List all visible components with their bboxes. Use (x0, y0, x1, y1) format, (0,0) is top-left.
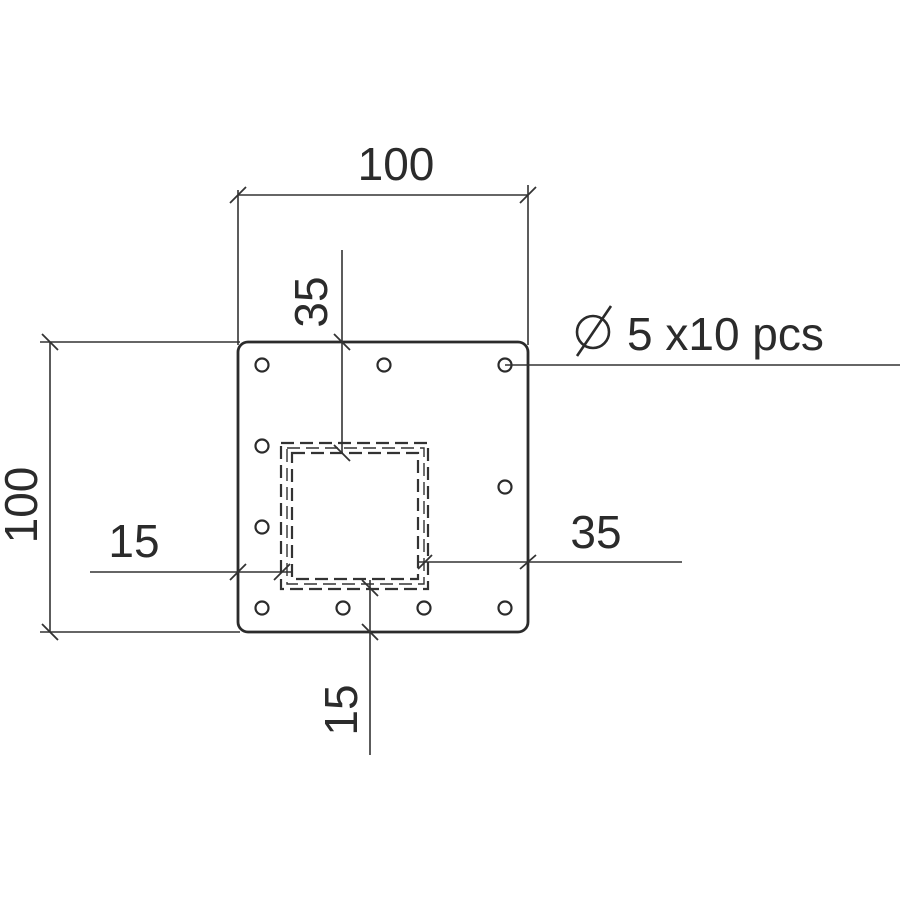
offset-top-tick-1 (333, 333, 351, 351)
hole-bottom-1 (254, 600, 270, 616)
hole-left-upper (254, 438, 270, 454)
offset-top-dimension: 35 (285, 250, 351, 462)
diameter-icon (575, 305, 613, 357)
offset-left-tick-1 (229, 563, 247, 581)
hole-callout: 5 x10 pcs (505, 305, 900, 366)
hidden-square-tube (279, 441, 430, 591)
hole-bottom-3 (416, 600, 432, 616)
offset-left-label: 15 (108, 515, 159, 567)
offset-right-tick-1 (417, 554, 433, 570)
width-label: 100 (358, 138, 435, 190)
hole-callout-text: 5 x10 pcs (627, 308, 824, 360)
offset-left-tick-2 (273, 563, 291, 581)
hole-left-lower (254, 519, 270, 535)
tube-outer-dashed (279, 441, 430, 591)
width-tick-left (229, 186, 247, 204)
offset-right-dimension: 35 (417, 506, 682, 570)
offset-bottom-tick-2 (361, 623, 379, 641)
height-tick-bottom (41, 623, 59, 641)
width-dimension: 100 (229, 138, 537, 345)
plate-outline (236, 340, 530, 634)
offset-right-label: 35 (570, 506, 621, 558)
offset-bottom-dimension: 15 (315, 579, 379, 755)
offset-left-dimension: 15 (90, 515, 292, 581)
offset-right-tick-2 (519, 554, 537, 570)
width-tick-right (519, 186, 537, 204)
offset-top-tick-2 (333, 444, 351, 462)
hole-top-middle (376, 357, 392, 373)
tube-inner-dashed (290, 451, 420, 581)
offset-bottom-label: 15 (315, 684, 367, 735)
height-dimension: 100 (0, 333, 240, 641)
hole-bottom-4 (497, 600, 513, 616)
hole-right-middle (497, 479, 513, 495)
height-tick-top (41, 333, 59, 351)
hole-top-left (254, 357, 270, 373)
tube-mid-dashed (286, 447, 425, 585)
height-label: 100 (0, 467, 47, 544)
offset-top-label: 35 (285, 276, 337, 327)
hole-bottom-2 (335, 600, 351, 616)
offset-bottom-tick-1 (361, 579, 379, 597)
